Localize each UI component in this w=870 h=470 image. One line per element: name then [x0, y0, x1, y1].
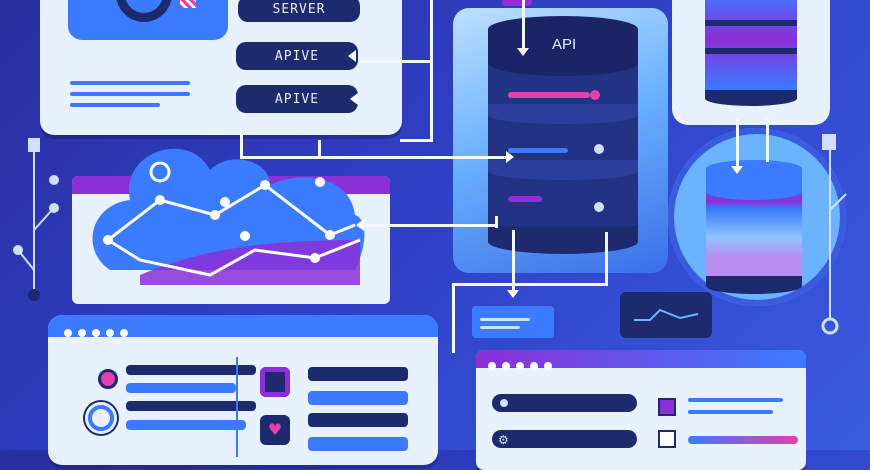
connector: [736, 118, 739, 168]
connector: [766, 118, 769, 162]
lock-icon[interactable]: [260, 367, 290, 397]
status-dot: [98, 369, 118, 389]
server-label: SERVER: [272, 1, 326, 17]
trend-line-2: [107, 238, 361, 277]
connector: [495, 216, 498, 228]
api-label: API: [552, 36, 577, 53]
arrow-down-icon: [731, 166, 743, 174]
server-button[interactable]: SERVER: [238, 0, 360, 22]
arrow-left-icon: [356, 219, 364, 231]
list-item[interactable]: [308, 391, 408, 405]
arrow-right-icon: [506, 151, 514, 163]
apive-label-1: APIVE: [274, 48, 320, 64]
gear-icon: ⚙: [498, 433, 509, 447]
circuit-icon: [13, 138, 59, 301]
list-item[interactable]: [126, 365, 256, 375]
connector: [365, 224, 495, 227]
text-line: [688, 398, 783, 402]
apive-button-2[interactable]: APIVE: [236, 85, 358, 113]
arrow-down-icon: [517, 48, 529, 56]
target-icon: [88, 405, 114, 431]
apive-button-1[interactable]: APIVE: [236, 42, 358, 70]
api-panel-tab: [502, 0, 532, 6]
window-titlebar: [476, 350, 806, 370]
bottom-left-window: ♥: [48, 315, 438, 465]
list-item[interactable]: [126, 401, 256, 411]
monitor-card: [620, 292, 712, 338]
list-item[interactable]: [126, 383, 236, 393]
list-item[interactable]: [126, 420, 246, 430]
gauge-card: [68, 0, 228, 40]
arrow-left-icon: [348, 50, 356, 62]
arrow-down-icon: [507, 290, 519, 298]
checker-icon: [180, 0, 196, 8]
connector: [605, 232, 608, 286]
connector: [400, 139, 433, 142]
list-item[interactable]: [308, 413, 408, 427]
arrow-left-icon: [350, 93, 358, 105]
heart-icon[interactable]: ♥: [260, 415, 290, 445]
text-line: [70, 81, 190, 85]
connector: [522, 0, 525, 50]
text-line: [688, 410, 773, 414]
connector: [240, 156, 508, 159]
text-line: [70, 92, 190, 96]
connector: [430, 0, 433, 140]
input-pill[interactable]: [492, 394, 637, 412]
chart-point: [103, 177, 335, 263]
info-card: [472, 306, 554, 338]
cloud-area: [140, 240, 360, 285]
list-item[interactable]: [308, 367, 408, 381]
connector: [512, 230, 515, 292]
cloud-shape: [92, 148, 365, 270]
connector: [240, 130, 243, 158]
checkbox[interactable]: [658, 398, 676, 416]
text-line: [70, 103, 160, 107]
window-titlebar: [48, 315, 438, 337]
checkbox[interactable]: [658, 430, 676, 448]
input-pill[interactable]: ⚙: [492, 430, 637, 448]
progress-bar: [688, 436, 798, 444]
connector: [452, 283, 455, 353]
connector: [360, 60, 432, 63]
connector: [452, 283, 607, 286]
cloud-chart: [92, 148, 365, 285]
bottom-right-window: ⚙: [476, 350, 806, 470]
cloud-ring: [149, 161, 171, 183]
apive-label-2: APIVE: [274, 91, 320, 107]
connector: [318, 140, 321, 158]
circuit-icon-right: [821, 134, 847, 335]
list-item[interactable]: [308, 437, 408, 451]
